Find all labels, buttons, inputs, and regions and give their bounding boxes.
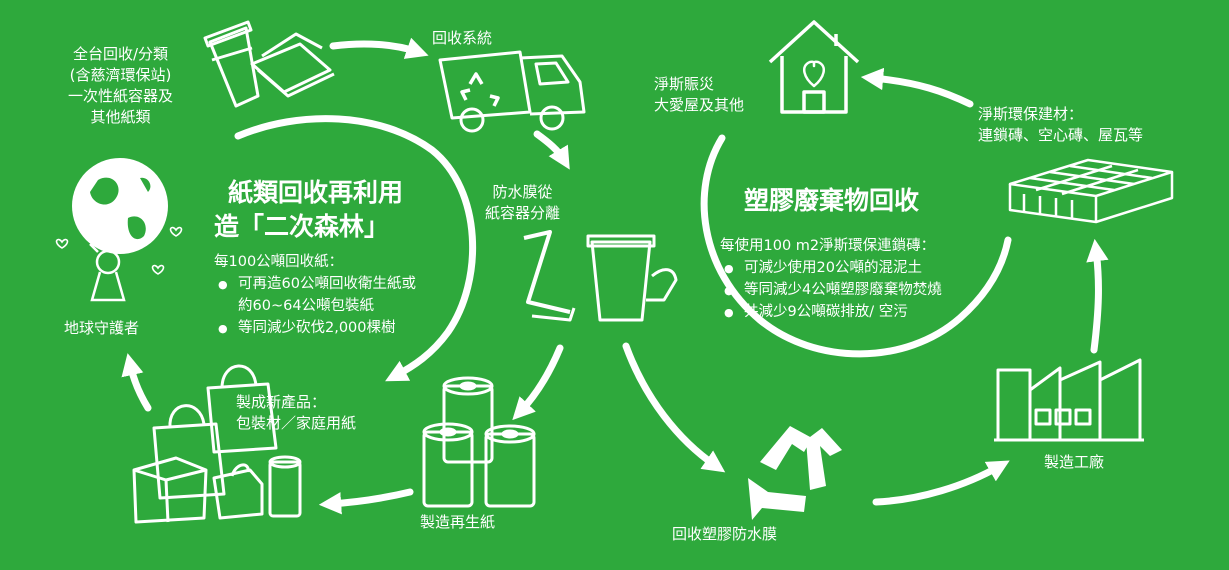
separation-label: 防水膜從 紙容器分離: [485, 182, 560, 224]
plastic-cycle-ring: [700, 134, 1012, 358]
arrow-film-to-factory: [872, 460, 1010, 506]
paper-cycle-title-2: 造「二次森林」: [214, 212, 390, 241]
new-products-label: 製成新產品： 包裝材／家庭用紙: [236, 392, 356, 434]
paper-cycle-bullet-1: 可再造60公噸回收衛生紙或: [218, 274, 416, 295]
paper-cup-box-icon: [203, 20, 335, 108]
arrow-materials-to-house: [860, 67, 974, 108]
factory-label: 製造工廠: [1044, 453, 1105, 471]
plastic-cycle-bullet-2: 等同減少4公噸塑膠廢棄物焚燒: [724, 280, 942, 301]
arrow-factory-to-bricks: [1086, 238, 1109, 354]
building-materials-line-1: 淨斯環保建材：: [978, 105, 1084, 123]
separation-line-1: 防水膜從: [492, 183, 553, 201]
arrow-separation-to-paper: [512, 344, 564, 421]
plastic-cycle-title: 塑膠廢棄物回收: [744, 186, 920, 215]
building-materials-label: 淨斯環保建材： 連鎖磚、空心磚、屋瓦等: [978, 104, 1143, 146]
plastic-film-label: 回收塑膠防水膜: [672, 525, 778, 543]
paper-cycle-bullet-2: 等同減少砍伐2,000棵樹: [218, 318, 396, 339]
collection-line-4: 其他紙類: [90, 108, 151, 126]
shopping-bag-box-icon: [132, 364, 302, 524]
new-products-line-1: 製成新產品：: [236, 393, 327, 411]
house-heart-icon: [768, 20, 860, 114]
plastic-cycle-bullet-1: 可減少使用20公噸的混泥土: [724, 258, 922, 279]
paper-cycle-bullet-1-cont: 約60~64公噸包裝紙: [238, 298, 375, 314]
new-products-line-2: 包裝材／家庭用紙: [236, 414, 357, 432]
recycling-system-label: 回收系統: [432, 29, 493, 47]
disaster-relief-label: 淨斯賑災 大愛屋及其他: [654, 74, 744, 116]
disaster-relief-line-1: 淨斯賑災: [654, 75, 715, 93]
plastic-cycle-intro: 每使用100 m2淨斯環保連鎖磚：: [720, 238, 936, 254]
arrow-collection-to-system: [329, 37, 429, 59]
arrow-paper-to-products: [318, 488, 414, 515]
globe-girl-icon: [55, 158, 183, 302]
plastic-cycle-bullet-3: 共減少9公噸碳排放/ 空污: [724, 302, 908, 323]
collection-line-3: 一次性紙容器及: [68, 87, 174, 105]
earth-guardian-label: 地球守護者: [64, 319, 140, 337]
recycle-symbol-icon: [748, 426, 842, 520]
disaster-relief-line-2: 大愛屋及其他: [654, 96, 745, 114]
separation-line-2: 紙容器分離: [485, 204, 561, 222]
collection-line-1: 全台回收/分類: [72, 45, 169, 63]
arrow-separation-to-film: [622, 342, 726, 473]
collection-line-2: (含慈濟環保站): [69, 66, 172, 84]
paper-cycle-title-1: 紙類回收再利用: [228, 178, 404, 207]
brick-pallet-icon: [1008, 158, 1174, 224]
flow-arrows: [121, 37, 1109, 515]
factory-icon: [994, 358, 1144, 442]
recycling-truck-icon: [438, 50, 586, 133]
separated-cup-icon: [523, 230, 678, 322]
collection-label: 全台回收/分類 (含慈濟環保站) 一次性紙容器及 其他紙類: [68, 44, 173, 128]
recycled-paper-label: 製造再生紙: [420, 513, 496, 531]
paper-cycle-ring: [234, 115, 477, 382]
arrow-system-to-separation: [533, 130, 570, 170]
paper-cycle-intro: 每100公噸回收紙：: [214, 254, 344, 270]
paper-roll-icon: [422, 376, 536, 508]
building-materials-line-2: 連鎖磚、空心磚、屋瓦等: [978, 126, 1144, 144]
arrow-products-to-earth: [121, 353, 152, 412]
